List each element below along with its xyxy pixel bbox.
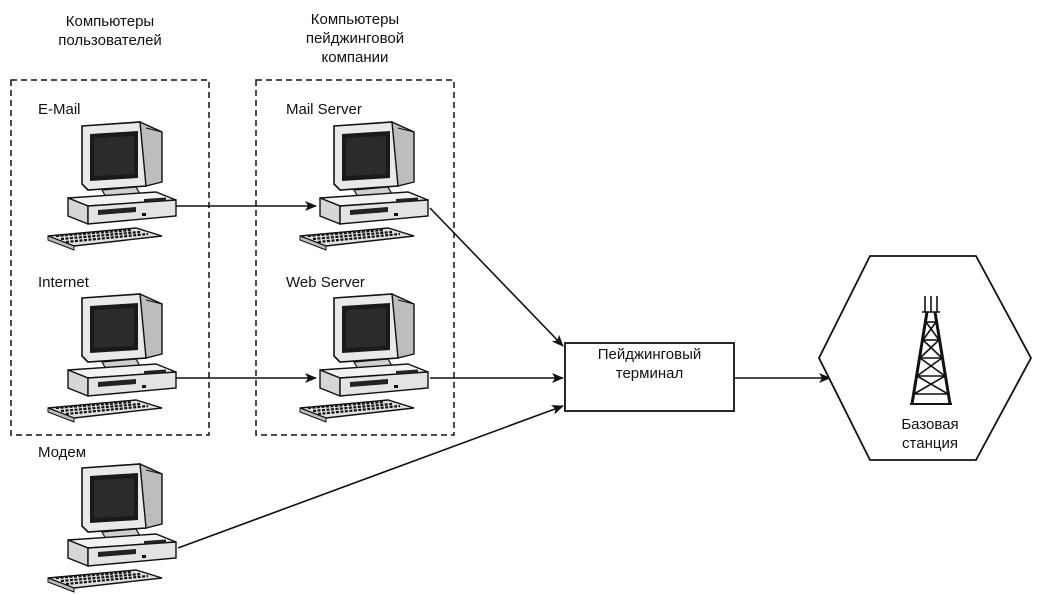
- email-computer-icon: [46, 120, 178, 252]
- modem-computer-icon: [46, 462, 178, 594]
- company-group-title-line2: пейджинговой: [305, 30, 405, 47]
- company-group-box: [255, 79, 455, 436]
- email-label: E-Mail: [38, 101, 81, 118]
- arrow-modem-to-terminal: [177, 405, 564, 549]
- mail-server-label: Mail Server: [286, 101, 362, 118]
- radio-tower-icon: [910, 296, 952, 405]
- mail-server-computer-icon: [298, 120, 430, 252]
- users-group-title: Компьютеры пользователей: [30, 12, 190, 50]
- internet-label: Internet: [38, 274, 89, 291]
- users-group-title-line2: пользователей: [58, 32, 162, 49]
- company-group-title-line1: Компьютеры: [310, 11, 400, 28]
- base-station-line2: станция: [902, 435, 958, 452]
- web-server-computer-icon: [298, 292, 430, 424]
- modem-label: Модем: [38, 444, 87, 461]
- web-server-label: Web Server: [286, 274, 365, 291]
- paging-terminal-line2: терминал: [615, 365, 684, 382]
- base-station-label: Базовая станция: [860, 415, 1000, 453]
- paging-terminal-box: [564, 342, 735, 412]
- arrow-mail-server-to-terminal: [429, 207, 564, 347]
- paging-terminal-line1: Пейджинговый: [597, 346, 702, 363]
- paging-terminal-label: Пейджинговый терминал: [565, 345, 734, 383]
- users-group-box: [10, 79, 210, 436]
- internet-computer-icon: [46, 292, 178, 424]
- company-group-title-line3: компании: [321, 49, 389, 66]
- users-group-title-line1: Компьютеры: [65, 13, 155, 30]
- company-group-title: Компьютеры пейджинговой компании: [275, 10, 435, 67]
- base-station-line1: Базовая: [901, 416, 959, 433]
